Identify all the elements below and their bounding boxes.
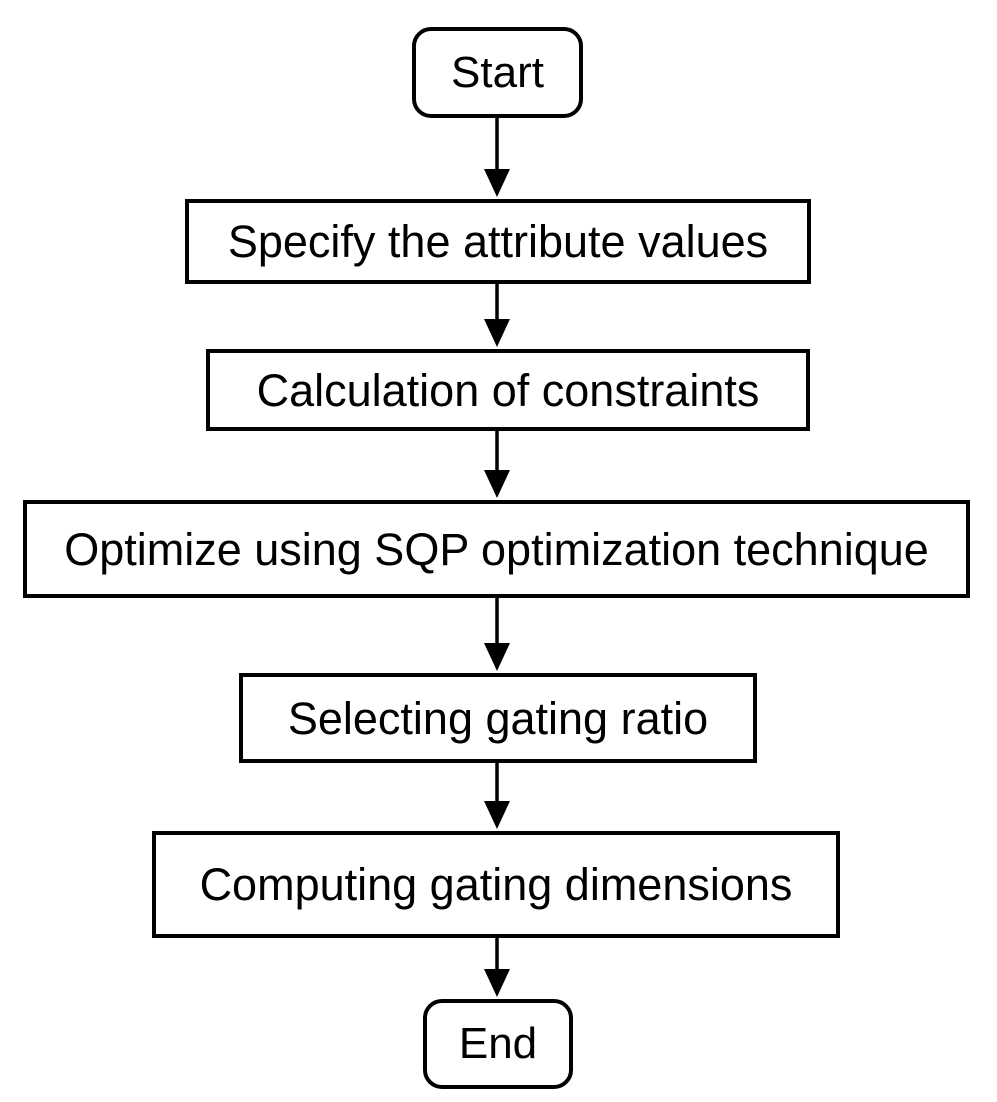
node-start: Start: [412, 27, 583, 118]
node-end-label: End: [458, 1019, 538, 1068]
node-calculate-constraints-label: Calculation of constraints: [256, 364, 760, 416]
node-end: End: [423, 999, 573, 1089]
node-compute-gating-dimensions-label: Computing gating dimensions: [199, 859, 793, 910]
node-select-gating-ratio-label: Selecting gating ratio: [287, 692, 709, 744]
arrow-specify-to-constraints: [484, 284, 510, 347]
arrow-constraints-to-optimize: [484, 431, 510, 498]
node-optimize-sqp-label: Optimize using SQP optimization techniqu…: [64, 523, 929, 575]
node-select-gating-ratio: Selecting gating ratio: [239, 673, 757, 763]
arrow-ratio-to-dimensions: [484, 763, 510, 829]
node-specify-attributes: Specify the attribute values: [185, 199, 811, 284]
arrow-optimize-to-ratio: [484, 598, 510, 671]
node-compute-gating-dimensions: Computing gating dimensions: [152, 831, 840, 938]
arrow-dimensions-to-end: [484, 938, 510, 997]
node-start-label: Start: [451, 47, 544, 97]
arrow-start-to-specify: [484, 118, 510, 197]
node-calculate-constraints: Calculation of constraints: [206, 349, 810, 431]
node-optimize-sqp: Optimize using SQP optimization techniqu…: [23, 500, 970, 598]
node-specify-attributes-label: Specify the attribute values: [227, 216, 769, 267]
